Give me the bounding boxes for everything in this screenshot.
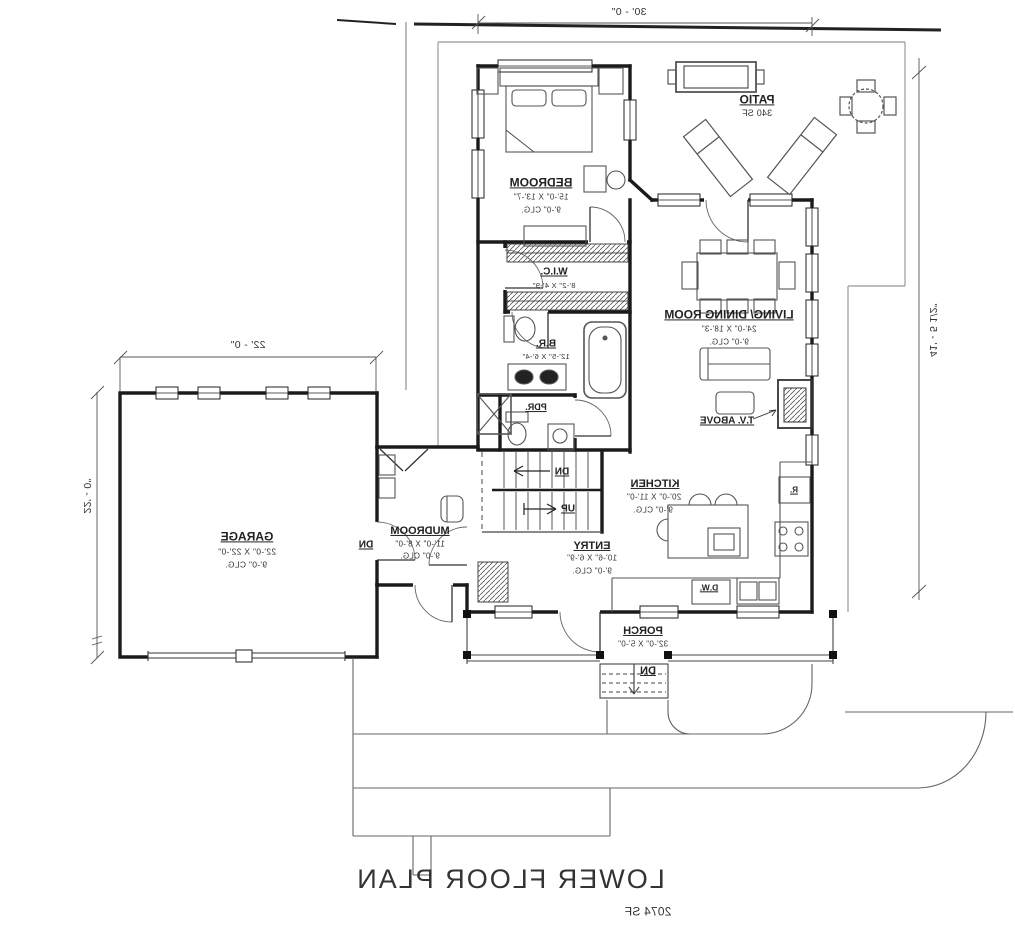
- bedroom-dims: 15'-0" X 13'-7": [513, 192, 569, 202]
- bath-fixtures: [476, 315, 627, 451]
- bedroom-label: BEDROOM: [509, 175, 573, 190]
- mudroom-dn-label: DN: [358, 539, 374, 551]
- garage-label: GARAGE: [220, 529, 274, 544]
- bath-label: B.R.: [536, 338, 556, 350]
- porch-label: PORCH: [623, 624, 663, 637]
- window-centerlines: [156, 65, 813, 613]
- tv-above-label: T.V. ABOVE: [699, 415, 755, 427]
- dimension-right-height: 41' - 5 1/2": [926, 303, 939, 357]
- stairs-up-label: UP: [561, 503, 575, 515]
- patio-furniture: [667, 61, 897, 198]
- plan-area: 2074 SF: [624, 904, 672, 919]
- living-dining-ceiling: 9'-0" CLG.: [709, 337, 749, 347]
- garage-ceiling: 9'-0" CLG.: [224, 559, 268, 570]
- living-furniture: [681, 239, 796, 415]
- porch-dn-label: DN: [640, 664, 656, 677]
- dimension-lines: [90, 14, 927, 665]
- mudroom-ceiling: 9'-0" CLG.: [400, 551, 440, 561]
- fireplace: [752, 379, 813, 429]
- entry-ceiling: 9'-0" CLG.: [572, 566, 612, 576]
- dimension-top-width: 30' - 0": [611, 6, 647, 19]
- kitchen-ceiling: 9'-0" CLG.: [633, 505, 673, 515]
- site-lines: [437, 41, 906, 612]
- mudroom-label: MUDROOM: [390, 524, 450, 537]
- entry-label: ENTRY: [573, 539, 611, 552]
- door-gaps: [148, 194, 748, 663]
- kitchen-label: KITCHEN: [630, 477, 680, 490]
- door-leaves: [377, 200, 749, 652]
- wic-label: W.I.C.: [540, 266, 568, 278]
- bedroom-ceiling: 9'-0" CLG.: [521, 205, 561, 215]
- dishwasher-label: D.W.: [699, 582, 719, 593]
- patio-area: 340 SF: [741, 108, 773, 119]
- living-dining-label: LIVING/ DINING ROOM: [664, 307, 794, 322]
- living-dining-dims: 24'-0" X 18'-3": [701, 324, 757, 334]
- kitchen-dims: 20'-0" X 11'-0": [626, 492, 682, 502]
- refrigerator-label: R.: [790, 485, 798, 495]
- pdr-label: PDR.: [525, 402, 547, 413]
- porch-dims: 32'-0" X 5'-0": [617, 639, 669, 649]
- porch: [463, 610, 837, 699]
- garage-door: [147, 649, 346, 663]
- closet-rods: [507, 252, 628, 302]
- staircase: [481, 452, 602, 533]
- mudroom-fixtures: [378, 454, 464, 523]
- stairs-dn-label: DN: [554, 466, 570, 478]
- dimension-garage-depth: 22' - 0": [80, 478, 93, 514]
- wic-dims: 8'-2" X 4'-9": [532, 280, 576, 290]
- bath-dims: 12'-5" X 6'-4": [522, 351, 570, 361]
- patio-label: PATIO: [739, 92, 775, 107]
- entry-dims: 10'-6" X 6'-9": [566, 553, 618, 563]
- garage-dims: 22'-0" X 22'-0": [217, 546, 277, 557]
- plan-title: LOWER FLOOR PLAN: [355, 864, 665, 895]
- dimension-garage-width: 22' - 0": [230, 339, 266, 352]
- walkways: [352, 658, 1013, 876]
- kitchen-fixtures: [611, 461, 812, 612]
- top-boundary: [336, 19, 942, 32]
- bedroom-furniture: [476, 67, 626, 247]
- mudroom-dims: 11'-0" X 8'-0": [395, 539, 445, 549]
